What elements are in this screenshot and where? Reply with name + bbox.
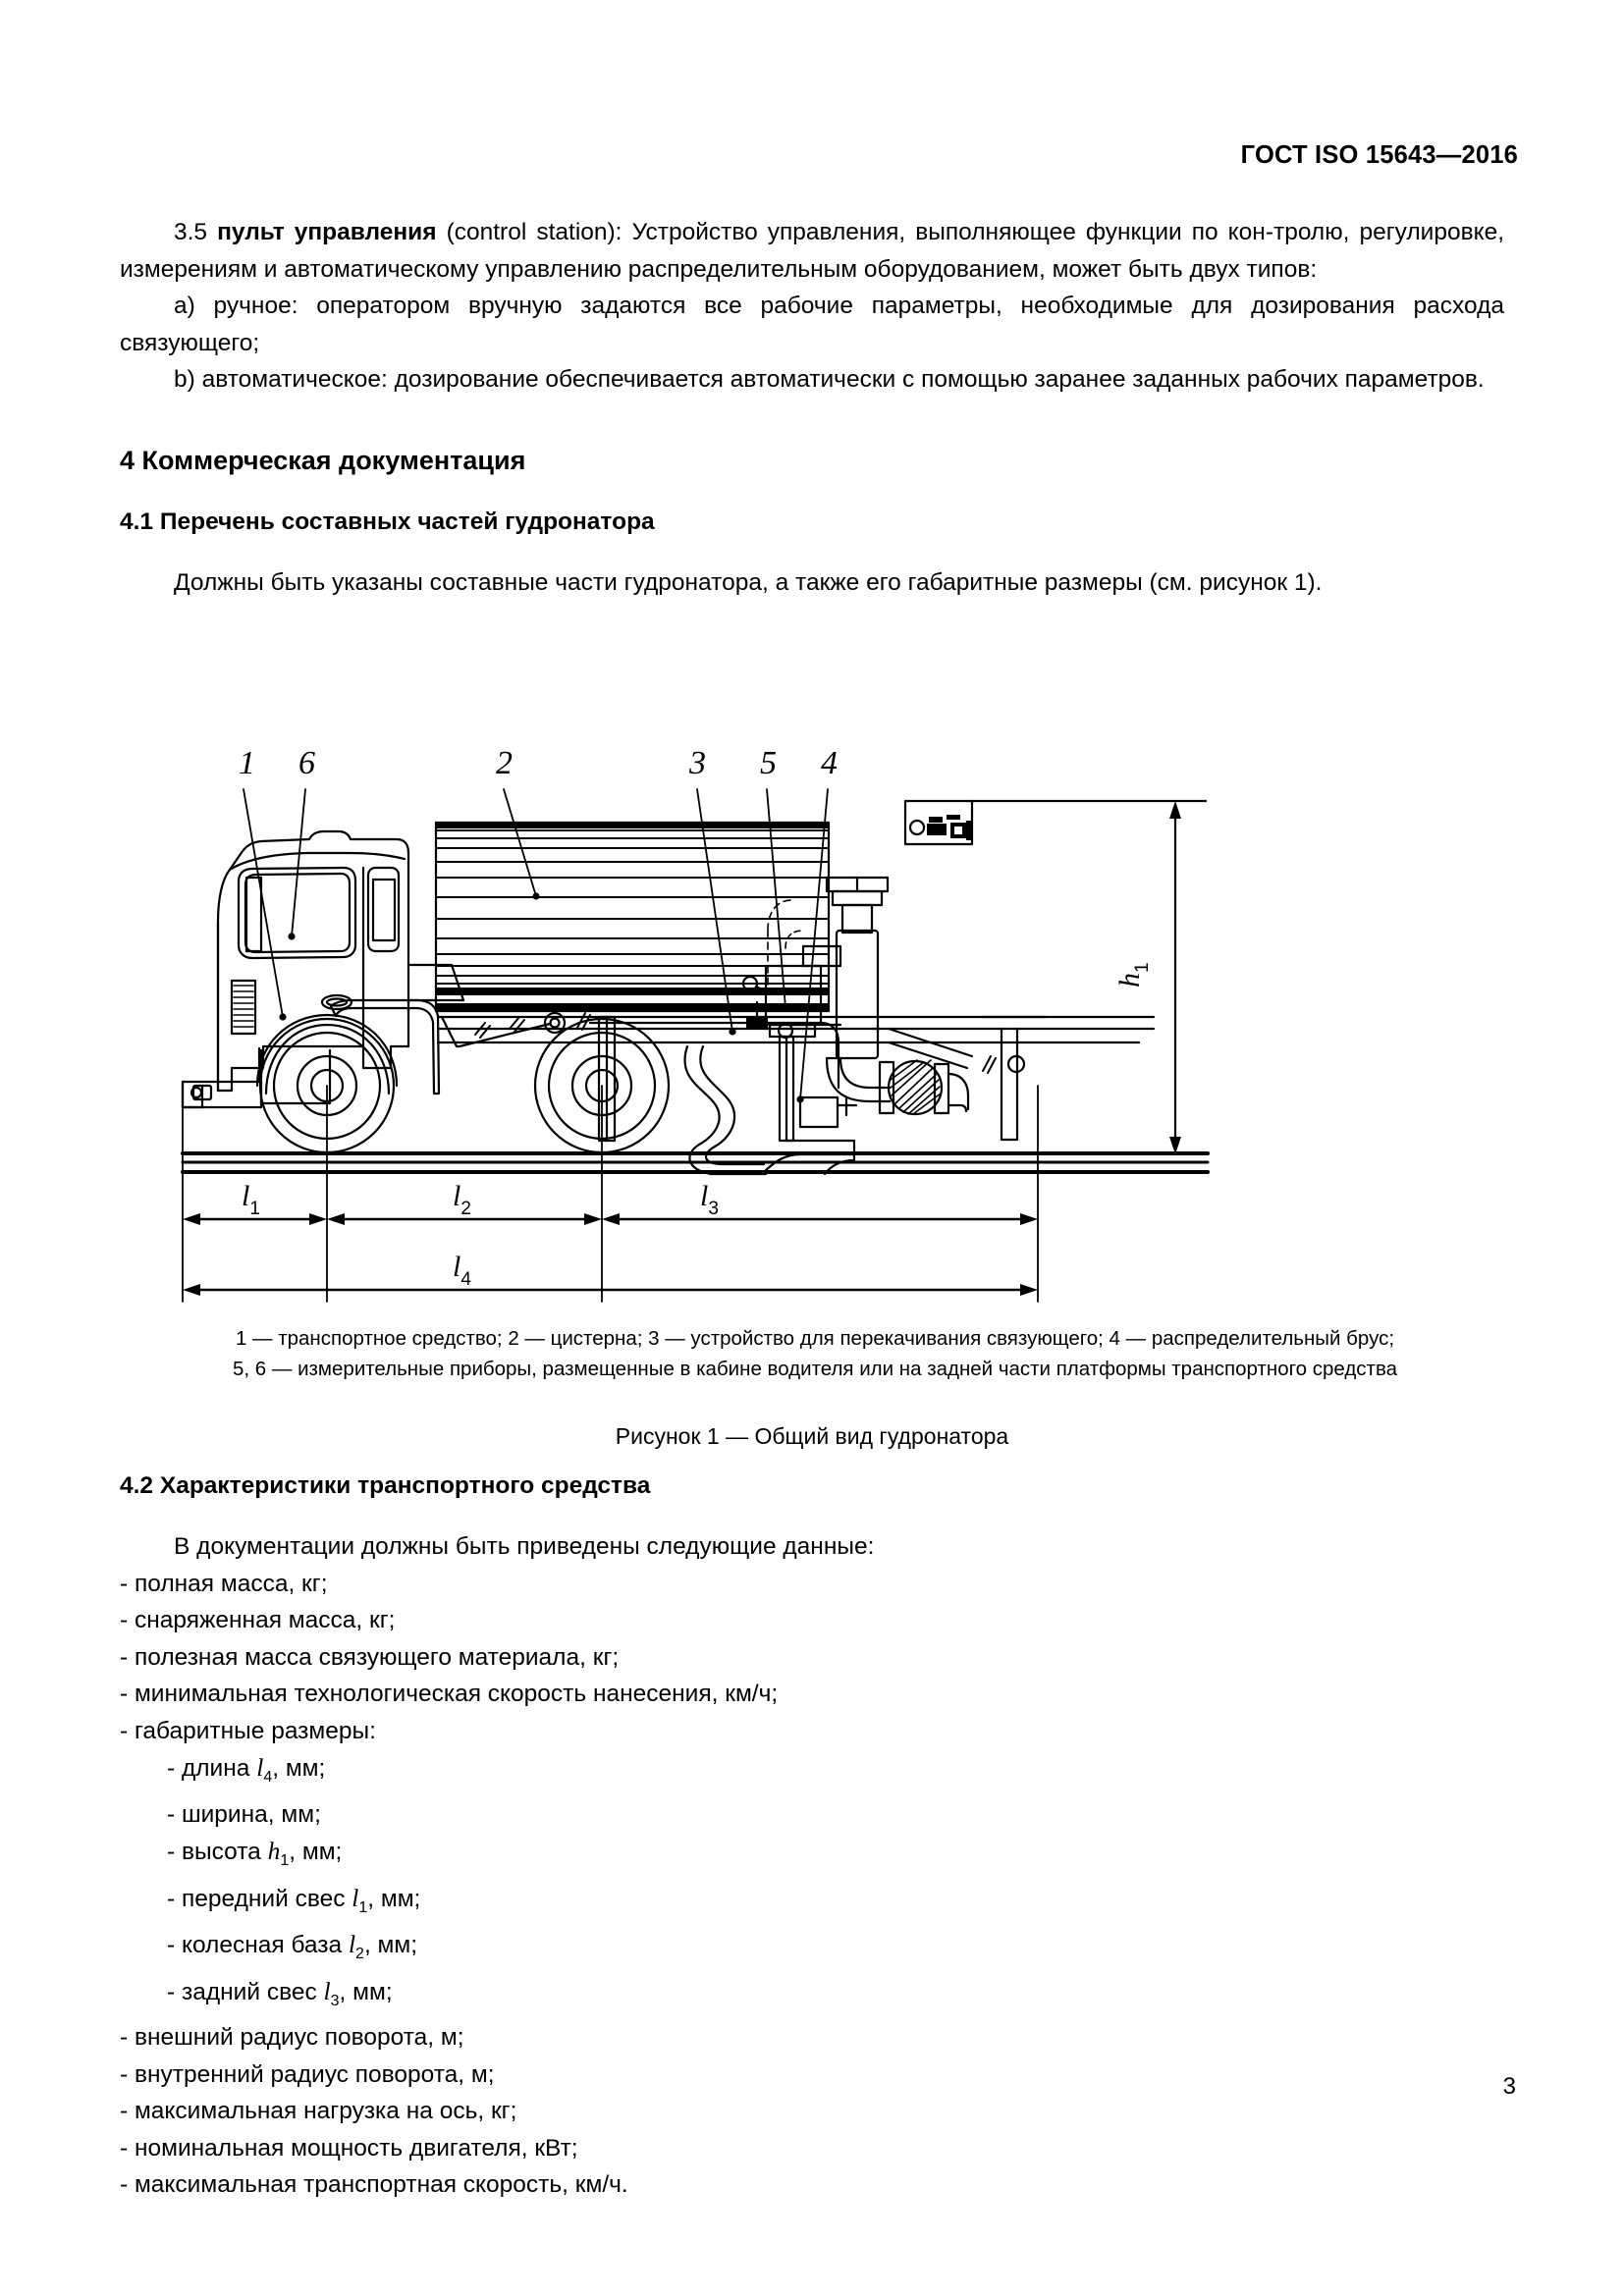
list-item: - полная масса, кг; (120, 1570, 328, 1597)
callout-2: 2 (496, 745, 513, 781)
flexible-hose (683, 1044, 768, 1176)
clause-3-5-paragraph: 3.5 пульт управления (control station): … (120, 214, 1504, 288)
clause-3-5-definition: Устройство управления, выполняющее функц… (120, 219, 1505, 283)
leader-lines (243, 788, 829, 1100)
clause-3-5-number: 3.5 (174, 219, 208, 245)
list-item: - снаряженная масса, кг; (120, 1607, 396, 1633)
hydronator-drawing: 1 6 2 3 5 4 (181, 745, 1210, 1303)
symbol-l2: l2 (348, 1930, 364, 1963)
spacer (120, 538, 1504, 564)
front-wheel (255, 1013, 399, 1154)
list-item: - максимальная транспортная скорость, км… (120, 2171, 628, 2199)
ground-lines (181, 1151, 1210, 1174)
clause-3-5-item-a: a) ручное: оператором вручную задаются в… (120, 293, 1504, 356)
clause-3-5-term: пульт управления (217, 219, 437, 245)
figure-legend: 1 — транспортное средство; 2 — цистерна;… (128, 1323, 1502, 1384)
upper-text-column: 3.5 пульт управления (control station): … (120, 214, 1504, 601)
lower-text-column: 4.2 Характеристики транспортного средств… (120, 1470, 1504, 2204)
symbol-l4: l4 (256, 1753, 273, 1787)
figure-legend-line-1: 1 — транспортное средство; 2 — цистерна;… (235, 1327, 1395, 1350)
pump-transfer-device (785, 876, 970, 1116)
list-item-front-overhang: - передний свес l1, мм; (167, 1883, 421, 1916)
dimension-h1 (1099, 801, 1207, 1154)
rear-frame (597, 1015, 617, 1143)
figure-legend-line-2: 5, 6 — измерительные приборы, размещенны… (232, 1358, 1398, 1380)
list-item-rear-overhang: - задний свес l3, мм; (167, 1976, 393, 2009)
document-header-standard-id: ГОСТ ISO 15643—2016 (1240, 141, 1518, 169)
list-item-height: - высота h1, мм; (167, 1837, 343, 1870)
truck-cab (181, 829, 410, 1109)
callout-1: 1 (239, 745, 255, 781)
chassis-frame (329, 963, 1156, 1142)
list-item: - минимальная технологическая скорость н… (120, 1681, 779, 1707)
list-item-width: - ширина, мм; (167, 1800, 321, 1828)
list-item-length: - длина l4, мм; (167, 1753, 326, 1787)
label-h1: h1 (1113, 962, 1153, 988)
figure-1-general-view: 1 6 2 3 5 4 (0, 624, 1624, 1311)
dimension-row-2 (183, 1284, 1038, 1296)
callout-6: 6 (298, 745, 315, 781)
section-4-2-lead: В документации должны быть приведены сле… (174, 1533, 875, 1560)
heading-section-4: 4 Коммерческая документация (120, 445, 526, 475)
label-l4: l4 (453, 1251, 471, 1290)
spacer (120, 477, 1504, 507)
callout-3: 3 (688, 745, 706, 781)
symbol-h1: h1 (267, 1837, 290, 1870)
spacer (120, 1502, 1504, 1528)
heading-section-4-2: 4.2 Характеристики транспортного средств… (120, 1472, 651, 1499)
witness-lines (182, 1085, 1039, 1303)
list-item: - максимальная нагрузка на ось, кг; (120, 2098, 517, 2125)
callout-5: 5 (760, 745, 777, 781)
list-item-wheelbase: - колесная база l2, мм; (167, 1930, 418, 1963)
list-item: - номинальная мощность двигателя, кВт; (120, 2134, 578, 2162)
page-number: 3 (1502, 2073, 1516, 2100)
list-item: - полезная масса связующего материала, к… (120, 1643, 620, 1671)
dimension-row-1 (183, 1213, 1038, 1225)
tank-cistern (434, 821, 831, 1013)
figure-caption: Рисунок 1 — Общий вид гудронатора (615, 1423, 1009, 1449)
symbol-l3: l3 (323, 1976, 340, 2009)
list-item: - внешний радиус поворота, м; (120, 2024, 464, 2052)
symbol-l1: l1 (352, 1883, 368, 1916)
instrument-panel-box (903, 799, 1208, 846)
list-item: - габаритные размеры: (120, 1717, 376, 1744)
callout-4: 4 (821, 745, 838, 781)
label-l1: l1 (242, 1180, 260, 1219)
section-4-1-paragraph: Должны быть указаны составные части гудр… (174, 568, 1323, 596)
dimension-labels: l1 l2 l3 l4 h1 (242, 962, 1153, 1290)
control-cabinet (741, 964, 842, 1143)
leader-dots (279, 892, 804, 1103)
list-item: - внутренний радиус поворота, м; (120, 2060, 495, 2088)
clause-3-5-english: (control station): (446, 219, 623, 245)
spacer (120, 399, 1504, 444)
label-l3: l3 (700, 1180, 719, 1219)
vehicle-characteristics-list: - полная масса, кг; - снаряженная масса,… (120, 1566, 1504, 2204)
clause-3-5-item-b: b) автоматическое: дозирование обеспечив… (174, 366, 1485, 393)
heading-section-4-1: 4.1 Перечень составных частей гудронатор… (120, 507, 655, 535)
label-l2: l2 (453, 1180, 471, 1219)
callout-labels: 1 6 2 3 5 4 (239, 745, 838, 781)
